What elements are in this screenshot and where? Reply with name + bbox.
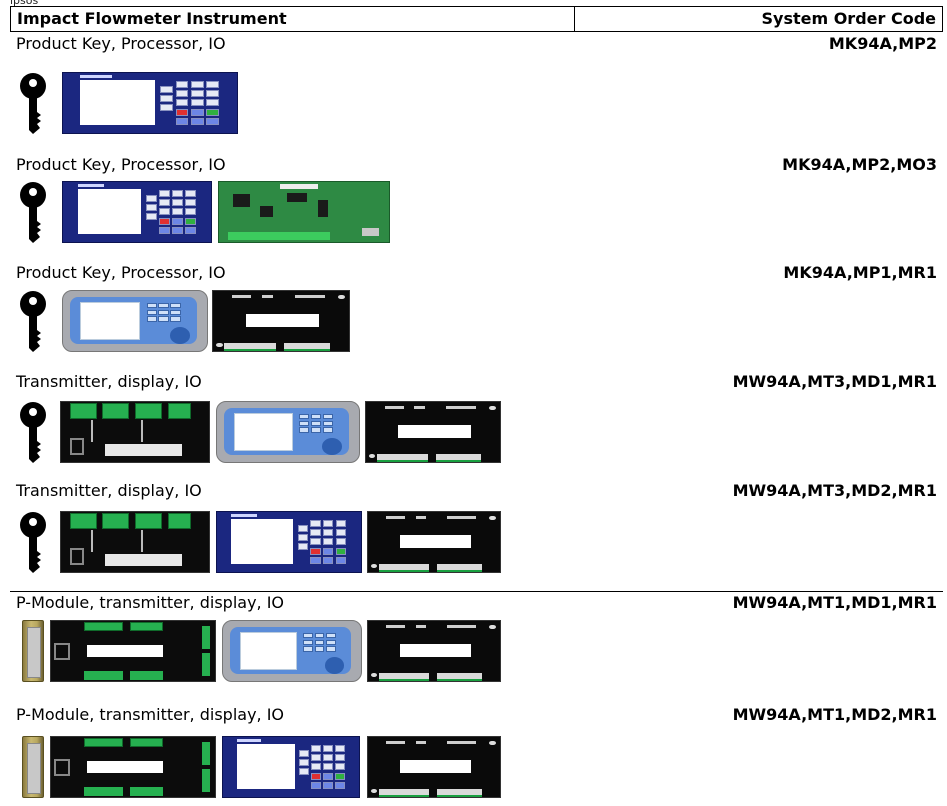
- row-description: P-Module, transmitter, display, IO: [16, 705, 285, 724]
- key-icon: [20, 291, 46, 352]
- header-instrument: Impact Flowmeter Instrument: [10, 7, 575, 31]
- row-description: P-Module, transmitter, display, IO: [16, 593, 285, 612]
- keypad-display-image: [62, 181, 212, 243]
- row-separator: [10, 591, 943, 592]
- row-order-code: MK94A,MP2,MO3: [782, 155, 937, 174]
- row-description: Transmitter, display, IO: [16, 372, 202, 391]
- oval-display-image: [62, 290, 208, 352]
- keypad-display-image: [222, 736, 360, 798]
- header-order-code: System Order Code: [575, 7, 943, 31]
- p-module-image: [22, 736, 44, 798]
- processor-board-image: [218, 181, 390, 243]
- row-description: Transmitter, display, IO: [16, 481, 202, 500]
- transmitter-board-image: [60, 401, 210, 463]
- oval-display-image: [216, 401, 360, 463]
- row-description: Product Key, Processor, IO: [16, 155, 226, 174]
- io-board-image: [212, 290, 350, 352]
- row-order-code: MK94A,MP2: [828, 34, 937, 53]
- row-order-code: MW94A,MT1,MD1,MR1: [732, 593, 937, 612]
- p-module-image: [22, 620, 44, 682]
- row-order-code: MW94A,MT3,MD1,MR1: [732, 372, 937, 391]
- transmitter-board-image: [60, 511, 210, 573]
- row-description: Product Key, Processor, IO: [16, 263, 226, 282]
- io-board-image: [365, 401, 501, 463]
- io-board-image: [367, 736, 501, 798]
- row-description: Product Key, Processor, IO: [16, 34, 226, 53]
- row-order-code: MK94A,MP1,MR1: [783, 263, 937, 282]
- key-icon: [20, 402, 46, 463]
- keypad-display-image: [216, 511, 362, 573]
- row-order-code: MW94A,MT3,MD2,MR1: [732, 481, 937, 500]
- key-icon: [20, 512, 46, 573]
- table-header: Impact Flowmeter Instrument System Order…: [10, 6, 943, 32]
- key-icon: [20, 182, 46, 243]
- row-order-code: MW94A,MT1,MD2,MR1: [732, 705, 937, 724]
- oval-display-image: [222, 620, 362, 682]
- key-icon: [20, 73, 46, 134]
- io-board-image: [367, 511, 501, 573]
- io-board-image: [367, 620, 501, 682]
- keypad-display-image: [62, 72, 238, 134]
- transmitter-board-image: [50, 620, 216, 682]
- transmitter-board-image: [50, 736, 216, 798]
- top-label: ipsos: [10, 0, 39, 7]
